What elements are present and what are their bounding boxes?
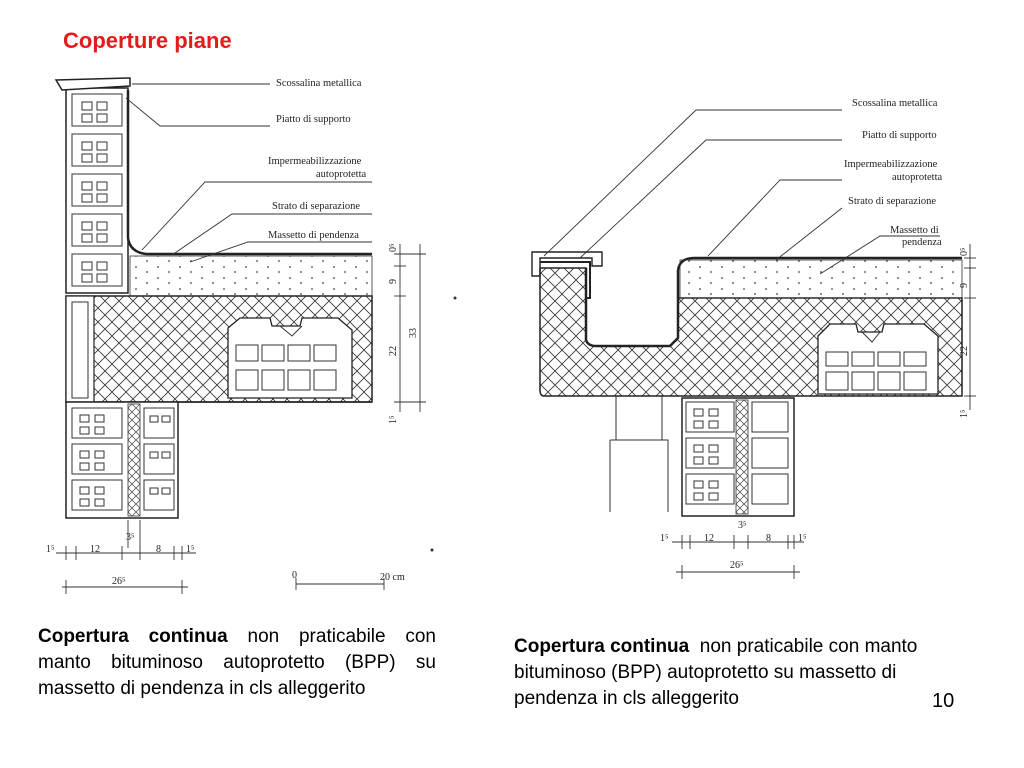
caption-left-text: non praticabile con manto bituminoso aut… [38, 626, 436, 699]
bdim-35: 3⁵ [738, 520, 747, 531]
bdim-265: 26⁵ [730, 560, 744, 571]
bdim-15b: 1⁵ [186, 544, 195, 555]
scale-twenty: 20 cm [380, 572, 405, 583]
bdim-15a: 1⁵ [46, 544, 55, 555]
scale-zero: 0 [292, 570, 297, 581]
bdim-15a: 1⁵ [660, 533, 669, 544]
label-piatto: Piatto di supporto [276, 114, 351, 125]
label-scossalina: Scossalina metallica [276, 78, 362, 89]
scale-bar [295, 578, 385, 590]
dim-9: 9 [388, 279, 399, 284]
vertical-dimension-lines [394, 244, 426, 412]
dim-15: 1⁵ [388, 416, 399, 425]
hollow-block [817, 323, 939, 395]
bdim-265: 26⁵ [112, 576, 126, 587]
bdim-12: 12 [90, 544, 100, 555]
caption-left: Copertura continua non praticabile con m… [38, 624, 436, 702]
label-imperm-1: Impermeabilizzazione [844, 159, 938, 170]
dim-15: 1⁵ [959, 410, 970, 419]
label-massetto: Massetto di pendenza [268, 230, 359, 241]
label-imperm-1: Impermeabilizzazione [268, 156, 362, 167]
caption-left-bold: Copertura continua [38, 626, 228, 647]
label-scossalina: Scossalina metallica [852, 98, 938, 109]
screed-layer [129, 255, 373, 297]
structural-slab [65, 295, 373, 403]
bdim-12: 12 [704, 533, 714, 544]
bdim-8: 8 [156, 544, 161, 555]
gutter-parapet [531, 251, 603, 299]
vertical-dimension-lines [964, 244, 976, 410]
label-strato: Strato di separazione [272, 201, 360, 212]
horizontal-dimension-lines [672, 535, 804, 579]
bdim-15b: 1⁵ [798, 533, 807, 544]
screed-layer [679, 259, 963, 299]
label-massetto-1: Massetto di [890, 225, 939, 236]
label-strato: Strato di separazione [848, 196, 936, 207]
leader-lines [125, 83, 372, 263]
membrane-line [126, 90, 372, 256]
leader-lines [543, 109, 940, 275]
dim-33: 33 [408, 328, 419, 338]
label-imperm-2: autoprotetta [892, 172, 942, 183]
dim-22: 22 [388, 346, 399, 356]
label-massetto-2: pendenza [902, 237, 942, 248]
bdim-8: 8 [766, 533, 771, 544]
lower-wall [65, 401, 179, 519]
horizontal-dimension-lines [56, 520, 196, 594]
label-piatto: Piatto di supporto [862, 130, 937, 141]
page-title: Coperture piane [63, 28, 232, 53]
bdim-35: 3⁵ [126, 532, 135, 543]
caption-right-text: non praticabile con manto bituminoso (BP… [514, 636, 923, 709]
right-section-drawing: Scossalina metallica Piatto di supporto … [531, 98, 976, 579]
left-section-drawing: Scossalina metallica Piatto di supporto … [46, 77, 457, 594]
dim-22: 22 [959, 346, 970, 356]
page-number: 10 [932, 690, 955, 712]
dim-top: 0⁵ [959, 248, 970, 257]
parapet-wall [54, 77, 131, 294]
label-imperm-2: autoprotetta [316, 169, 366, 180]
lower-wall [609, 396, 795, 517]
dim-top: 0⁵ [388, 244, 399, 253]
caption-right: Copertura continua non praticabile con m… [514, 634, 934, 712]
dim-9: 9 [959, 283, 970, 288]
caption-right-bold: Copertura continua [514, 636, 690, 657]
